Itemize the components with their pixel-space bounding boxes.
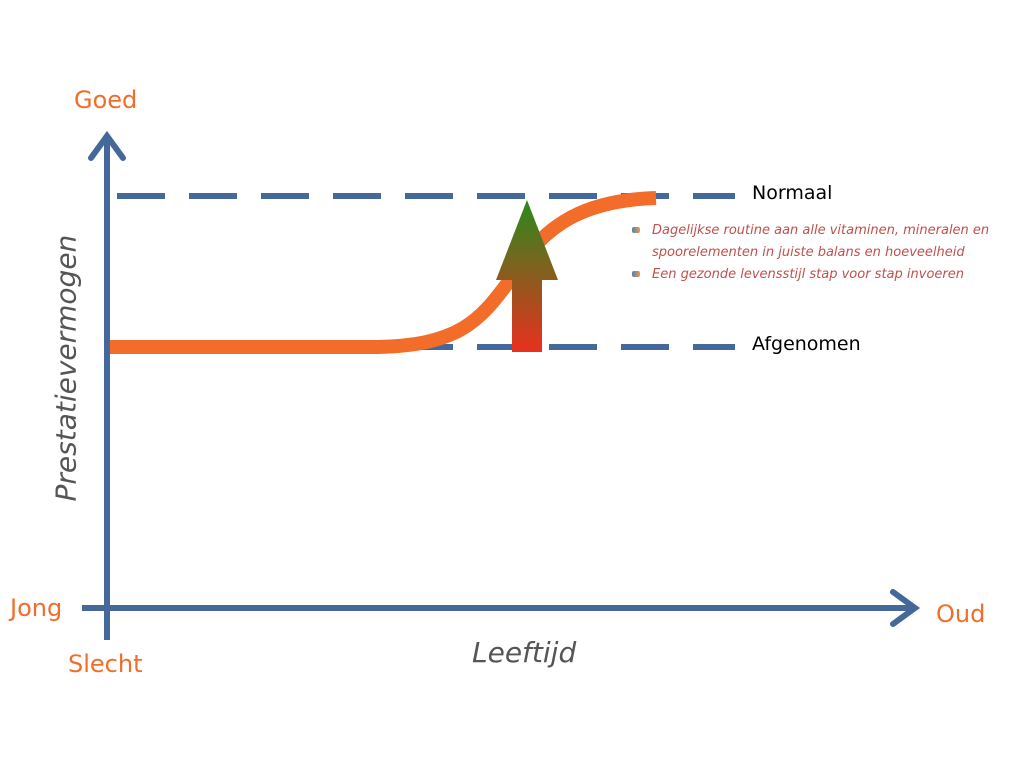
y-bottom-label: Slecht: [68, 650, 143, 678]
advice-list: Dagelijkse routine aan alle vitaminen, m…: [632, 220, 992, 286]
y-axis: [88, 130, 126, 640]
advice-item: Dagelijkse routine aan alle vitaminen, m…: [632, 220, 992, 264]
y-top-label: Goed: [74, 86, 138, 114]
y-axis-title: Prestatievermogen: [49, 234, 83, 502]
level-normaal-label: Normaal: [752, 182, 833, 204]
bullet-icon: [632, 271, 640, 277]
advice-text: Een gezonde levensstijl stap voor stap i…: [652, 267, 964, 282]
advice-item: Een gezonde levensstijl stap voor stap i…: [632, 264, 992, 286]
performance-curve: [110, 191, 657, 354]
improvement-arrow: [496, 200, 558, 352]
x-axis-title: Leeftijd: [472, 636, 577, 669]
x-right-label: Oud: [936, 600, 986, 628]
x-left-label: Jong: [10, 594, 63, 622]
x-axis: [82, 589, 921, 627]
advice-text: Dagelijkse routine aan alle vitaminen, m…: [652, 223, 990, 260]
level-afgenomen-label: Afgenomen: [752, 333, 861, 355]
bullet-icon: [632, 227, 640, 233]
